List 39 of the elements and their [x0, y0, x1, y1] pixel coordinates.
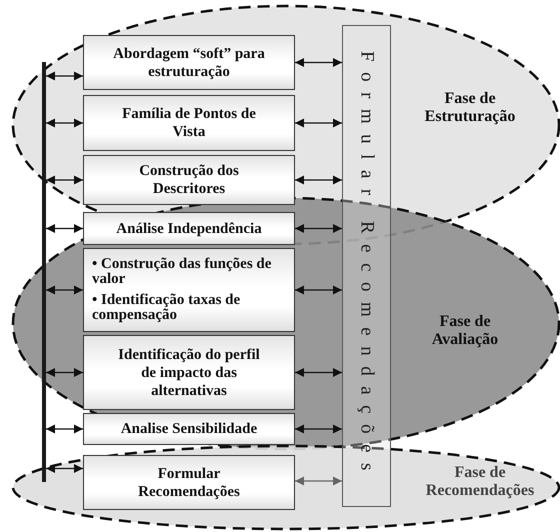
process-box [83, 335, 295, 410]
process-box [83, 248, 295, 332]
step-label: Construção dos Descritores [138, 162, 240, 198]
vertical-bar [42, 62, 46, 482]
bullet-item: • Identificação taxas de compensação [92, 293, 242, 323]
vertical-label: Formular Recomendações [356, 51, 378, 481]
process-box [83, 413, 295, 445]
double-arrow [46, 368, 83, 377]
double-arrow [295, 368, 342, 377]
step-label: Identificação do perfil de impacto das alternativas [117, 346, 261, 400]
double-arrow [46, 72, 83, 80]
double-arrow [46, 286, 83, 294]
double-arrow [295, 176, 342, 184]
phase-label: Fase de Avaliação [430, 313, 500, 350]
phase-label: Fase de Recomendações [424, 464, 536, 501]
step-label: Família de Pontos de Vista [121, 105, 257, 141]
double-arrow [295, 224, 342, 233]
double-arrow [295, 58, 342, 67]
step-label: Analise Sensibilidade [120, 420, 258, 438]
bullet-item: • Construção das funções de valor [92, 257, 272, 287]
process-box [83, 35, 295, 90]
process-box [83, 155, 295, 205]
step-label: Análise Independência [116, 220, 262, 238]
double-arrow [295, 118, 342, 128]
vertical-box [342, 25, 391, 507]
phase-label: Fase de Estruturação [424, 90, 516, 127]
double-arrow [46, 118, 83, 128]
double-arrow [46, 464, 83, 473]
process-box [83, 212, 295, 245]
double-arrow [295, 286, 342, 294]
process-box [83, 95, 295, 151]
double-arrow [295, 424, 342, 434]
double-arrow [46, 424, 83, 434]
process-box [83, 455, 295, 510]
double-arrow [295, 476, 342, 486]
double-arrow [46, 176, 83, 184]
step-label: Abordagem “soft” para estruturação [112, 44, 266, 80]
double-arrow [46, 224, 83, 233]
step-label: Formular Recomendações [137, 464, 241, 500]
